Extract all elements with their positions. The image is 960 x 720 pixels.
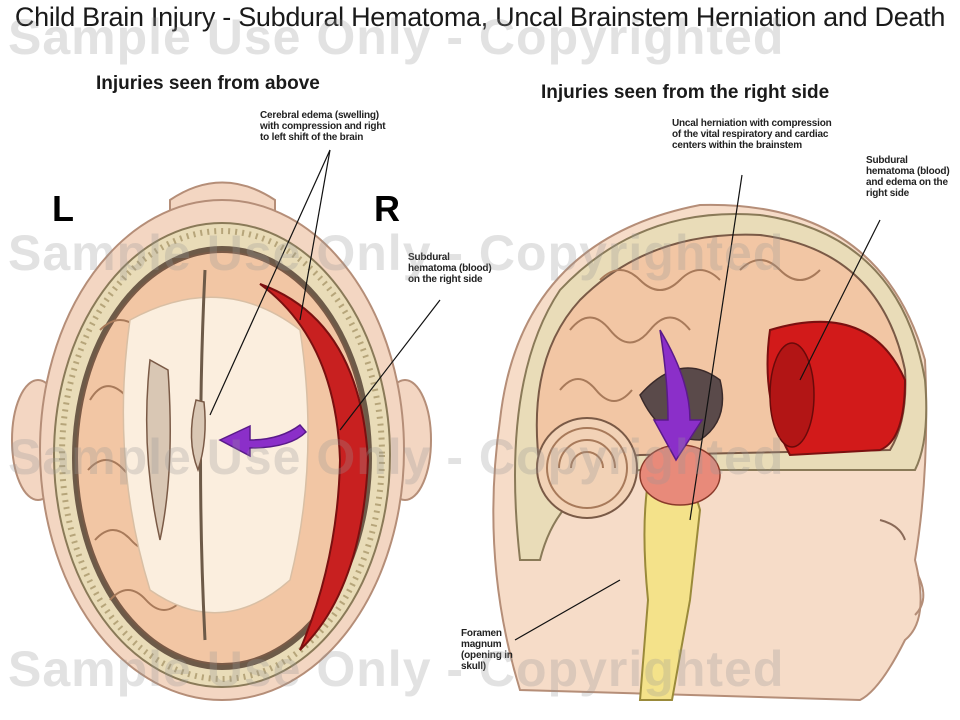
subheading-side-view: Injuries seen from the right side [541, 82, 830, 103]
leader-lines [209, 149, 881, 641]
axial-brain-view [11, 181, 432, 701]
label-cerebral-edema: Cerebral edema (swelling) with compressi… [260, 110, 386, 143]
right-side-letter: R [374, 188, 400, 229]
left-side-letter: L [52, 188, 74, 229]
sagittal-brain-view [492, 203, 928, 702]
label-foramen-magnum: Foramen magnum (opening in skull) [461, 628, 513, 672]
label-subdural-hematoma-side: Subdural hematoma (blood) and edema on t… [866, 155, 950, 199]
subheading-above-view: Injuries seen from above [96, 73, 320, 94]
page-title: Child Brain Injury - Subdural Hematoma, … [14, 2, 946, 32]
label-subdural-hematoma-top: Subdural hematoma (blood) on the right s… [408, 252, 492, 285]
label-uncal-herniation: Uncal herniation with compression of the… [672, 118, 832, 151]
